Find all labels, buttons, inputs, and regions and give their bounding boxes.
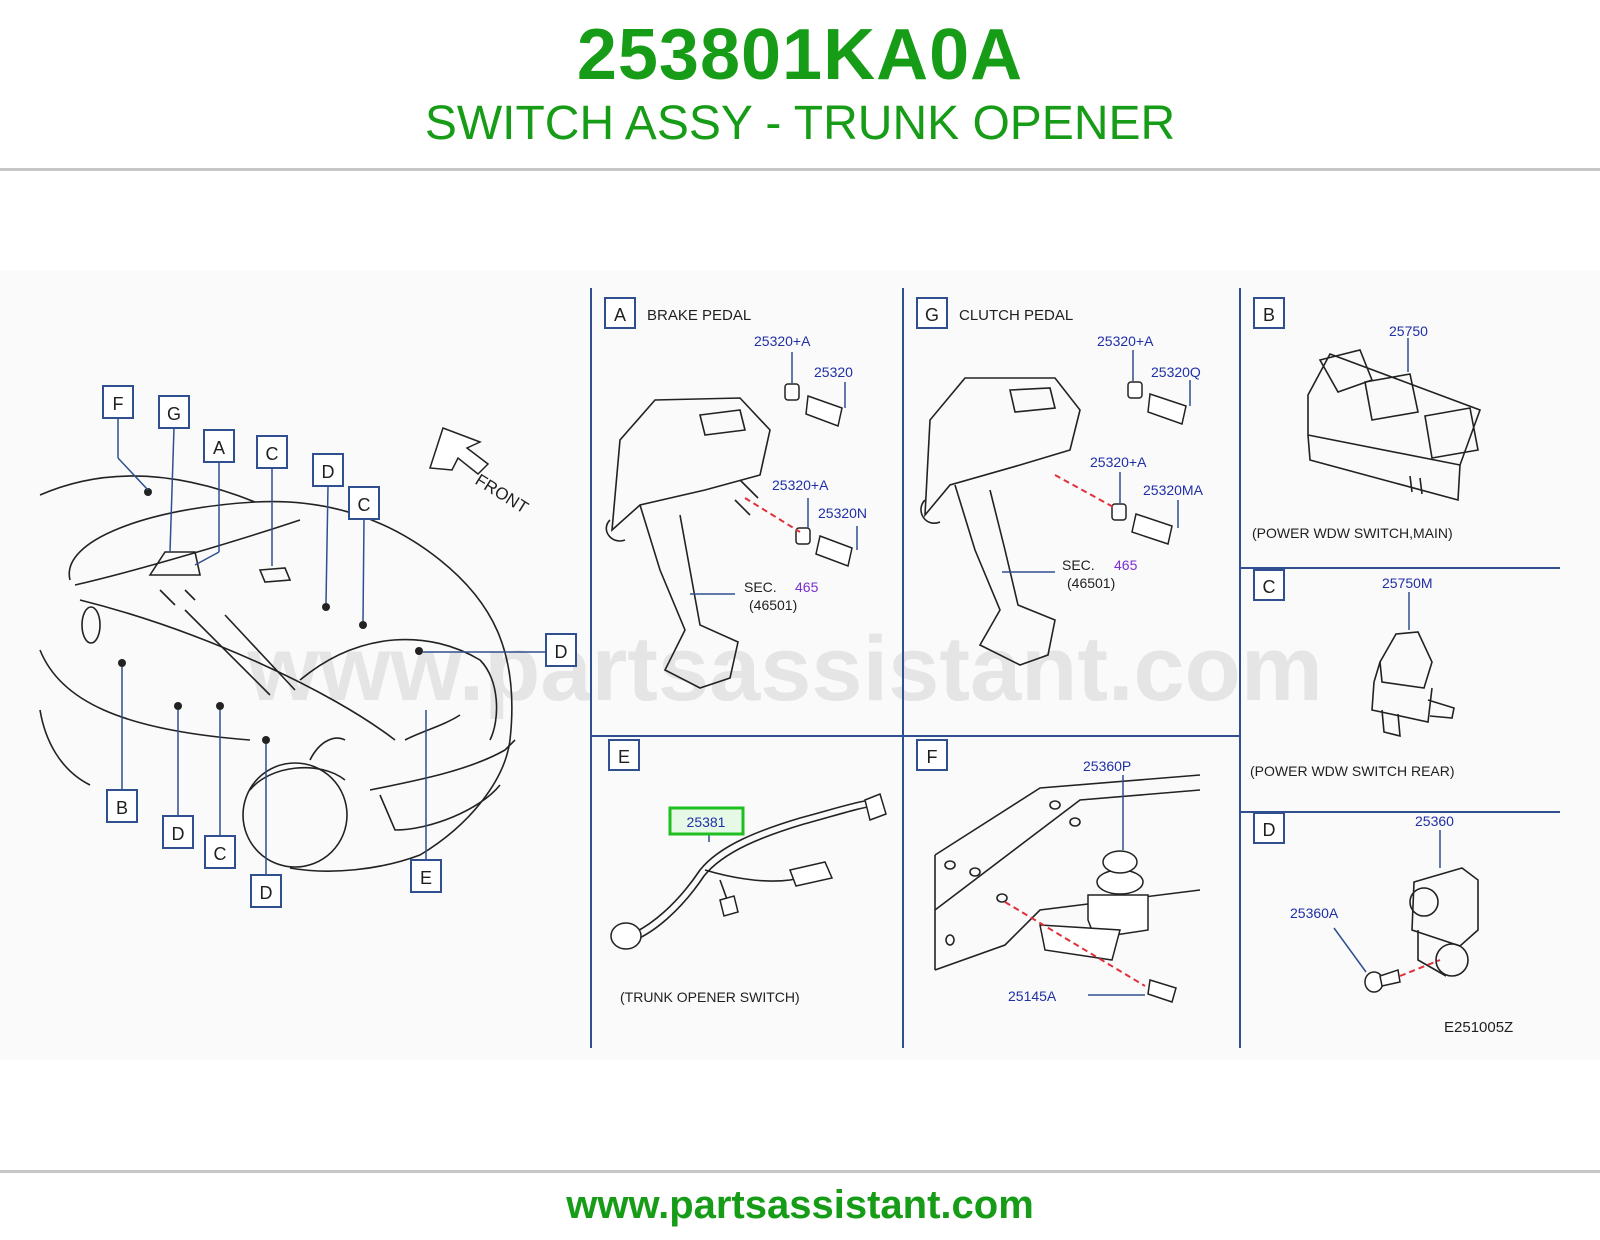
callout-a: A: [213, 438, 225, 458]
panel-letter: E: [618, 747, 630, 767]
panel-letter: G: [925, 305, 939, 325]
panel-caption: (POWER WDW SWITCH,MAIN): [1252, 525, 1453, 541]
panel-e-trunk-opener-switch: E 25381 (TRUNK OPENER SWITCH): [608, 739, 887, 1005]
section-ref: (46501): [749, 597, 797, 613]
panel-b-window-switch-main: B 25750 (POWER WDW SWITCH,MAIN): [1252, 297, 1482, 541]
footer-url[interactable]: www.partsassistant.com: [566, 1183, 1034, 1227]
panel-d-door-switch: D 25360 25360A E251005Z: [1253, 812, 1513, 1036]
part-number-label: 25360P: [1083, 758, 1131, 774]
panel-letter: A: [614, 305, 626, 325]
panel-title: CLUTCH PEDAL: [959, 307, 1073, 324]
section-number: 465: [795, 579, 819, 595]
panel-g-clutch-pedal: G CLUTCH PEDAL 25320+A 25320Q 25320+A 25…: [916, 297, 1204, 666]
callout-f: F: [113, 394, 124, 414]
callout-c: C: [214, 844, 227, 864]
section-label: SEC.: [744, 579, 777, 595]
panel-c-window-switch-rear: C 25750M (POWER WDW SWITCH REAR): [1250, 569, 1455, 779]
panel-letter: C: [1263, 577, 1276, 597]
part-name-subtitle: SWITCH ASSY - TRUNK OPENER: [424, 97, 1176, 150]
part-number-label: 25320+A: [1090, 454, 1147, 470]
callout-e: E: [420, 868, 432, 888]
footer-divider: [0, 1170, 1600, 1173]
panel-caption: (TRUNK OPENER SWITCH): [620, 989, 800, 1005]
parts-diagram: www.partsassistant.com: [0, 270, 1600, 1060]
part-number-label: 25320N: [818, 505, 867, 521]
callout-c: C: [358, 495, 371, 515]
part-number-label: 25320MA: [1143, 482, 1204, 498]
section-ref: (46501): [1067, 575, 1115, 591]
callout-d: D: [322, 462, 335, 482]
header-divider: [0, 168, 1600, 171]
section-label: SEC.: [1062, 557, 1095, 573]
part-number-title: 253801KA0A: [576, 15, 1024, 95]
callout-d: D: [260, 883, 273, 903]
callout-d: D: [172, 824, 185, 844]
callout-b: B: [116, 798, 128, 818]
panel-title: BRAKE PEDAL: [647, 307, 751, 324]
part-number-label: 25320+A: [754, 333, 811, 349]
part-number-label: 25320+A: [772, 477, 829, 493]
section-number: 465: [1114, 557, 1138, 573]
part-number-label: 25320+A: [1097, 333, 1154, 349]
diagram-code: E251005Z: [1444, 1019, 1513, 1036]
part-number-label: 25750M: [1382, 575, 1433, 591]
highlighted-part-box: [668, 806, 745, 836]
panel-letter: F: [927, 747, 938, 767]
part-number-label: 25320: [814, 364, 853, 380]
callout-d: D: [555, 642, 568, 662]
highlighted-part-number: 25381: [687, 814, 726, 830]
watermark: www.partsassistant.com: [246, 618, 1322, 720]
vehicle-overview: FRONT: [39, 385, 577, 908]
part-number-label: 25145A: [1008, 988, 1057, 1004]
panel-letter: B: [1263, 305, 1275, 325]
panel-a-brake-pedal: A BRAKE PEDAL 25320+A 25320 25320+A 2532…: [604, 297, 867, 689]
part-number-label: 25360: [1415, 813, 1454, 829]
part-number-label: 25750: [1389, 323, 1428, 339]
callout-c: C: [266, 444, 279, 464]
panel-letter: D: [1263, 820, 1276, 840]
panel-caption: (POWER WDW SWITCH REAR): [1250, 763, 1455, 779]
panel-f-stop-switch: F 25360P 25145A: [916, 739, 1201, 1004]
part-number-label: 25320Q: [1151, 364, 1201, 380]
panel-grid: [590, 288, 1560, 1048]
callout-g: G: [167, 404, 181, 424]
part-number-label: 25360A: [1290, 905, 1339, 921]
